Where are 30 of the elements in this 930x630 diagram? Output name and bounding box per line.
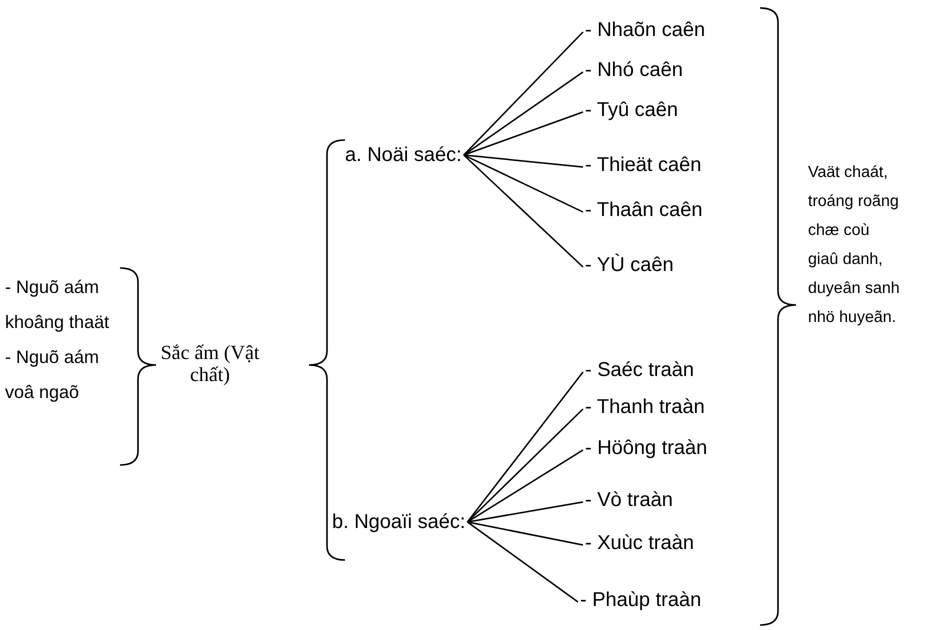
connector-line (466, 521, 578, 603)
connector-line (466, 372, 584, 522)
item-text: - Nhó caên (585, 58, 683, 82)
item-text: - Saéc traàn (585, 358, 694, 382)
connector-line (463, 154, 584, 213)
connector-line (463, 71, 584, 156)
item-text: - Xuùc traàn (585, 531, 694, 555)
item-text: b. Ngoaïi saéc: (332, 510, 466, 534)
connector-line (463, 154, 584, 268)
note-text: Vaät chaát, troáng roãng chæ coù giaû danh, duyeân sanh nhö huyeãn. (808, 163, 901, 328)
connector-line (467, 449, 584, 523)
item-text: - Thaân caên (585, 198, 702, 222)
connector-line (467, 521, 584, 546)
item-text: - Phaùp traàn (580, 588, 702, 612)
item-text: - Höông traàn (585, 436, 708, 460)
list-text: - Nguõ aám khoâng thaät (5, 276, 110, 334)
connector-line (466, 408, 584, 523)
item-text: - Nhaõn caên (585, 18, 706, 42)
connector-line (464, 154, 584, 168)
item-text: - Vò traàn (585, 488, 673, 512)
heading-text: Sắc ấm (Vật chất) (160, 342, 260, 386)
item-text: - Thanh traàn (585, 395, 705, 419)
item-text: - Tyû caên (585, 98, 678, 122)
item-text: - Thieät caên (585, 153, 702, 177)
connector-line (463, 111, 584, 156)
connector-line (463, 31, 584, 156)
connector-line (467, 501, 584, 523)
item-text: a. Noäi saéc: (345, 143, 462, 167)
item-text: - YÙ caên (585, 253, 674, 277)
list-text: - Nguõ aám voâ ngaõ (5, 346, 100, 404)
